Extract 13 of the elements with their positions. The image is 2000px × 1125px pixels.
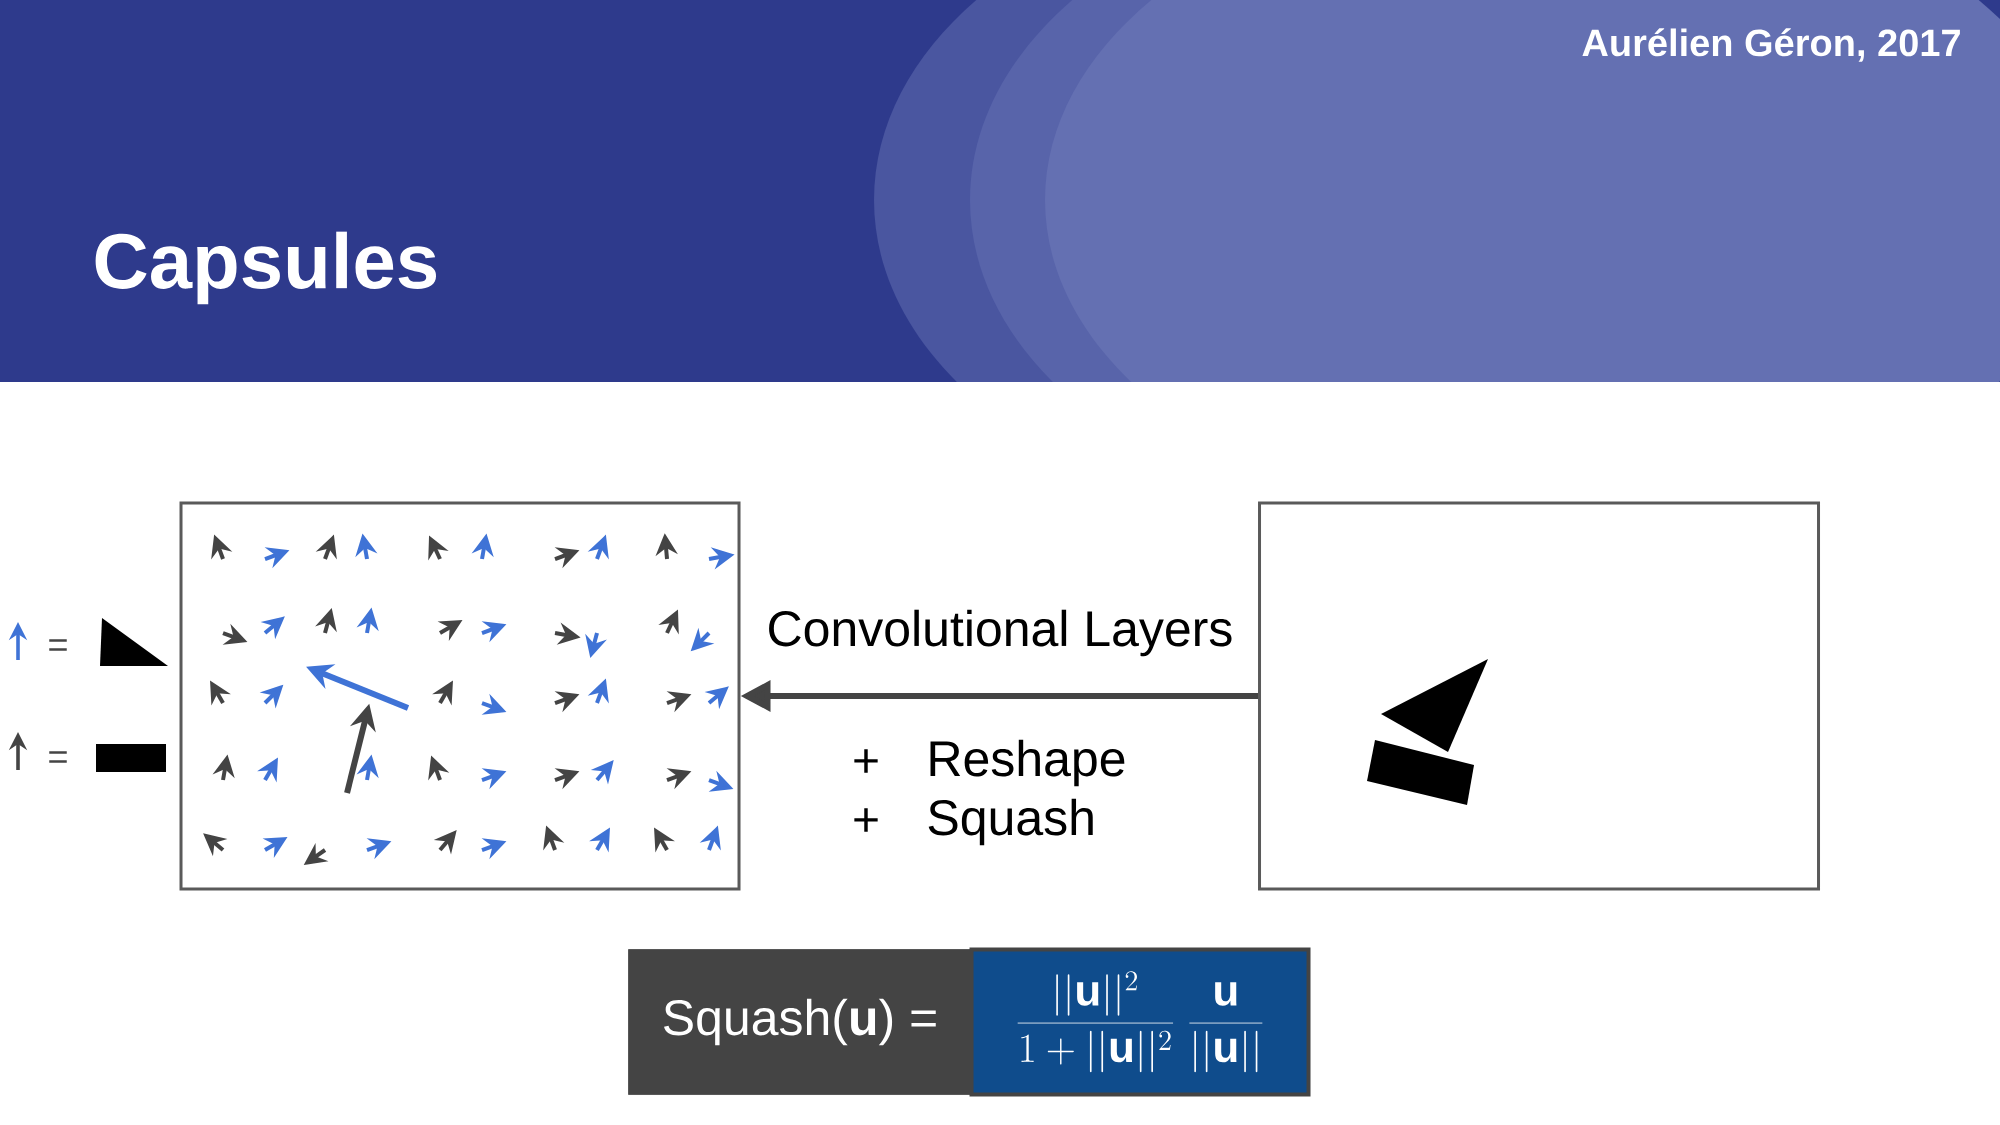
equals-sign: = <box>49 639 67 651</box>
author-credit: Aurélien Géron, 2017 <box>1582 28 1960 62</box>
formula-box: $\frac{||\mathbf{u}||^2}{1+||\mathbf{u}||^2}\;\frac{\mathbf{u}}{||\mathbf{u}||}$ <box>969 947 1311 1097</box>
slide-title: Capsules <box>95 231 436 305</box>
step-label: Reshape <box>930 739 1125 787</box>
plus-sign: + <box>854 808 878 832</box>
image-frame <box>1258 501 1820 891</box>
edge-label: Convolutional Layers <box>762 605 1238 661</box>
image-frame <box>179 501 741 891</box>
formula-box: Squash(u) = <box>628 949 972 1095</box>
step-label: Squash <box>928 798 1093 846</box>
equals-sign: = <box>49 751 67 763</box>
plus-sign: + <box>854 749 878 773</box>
